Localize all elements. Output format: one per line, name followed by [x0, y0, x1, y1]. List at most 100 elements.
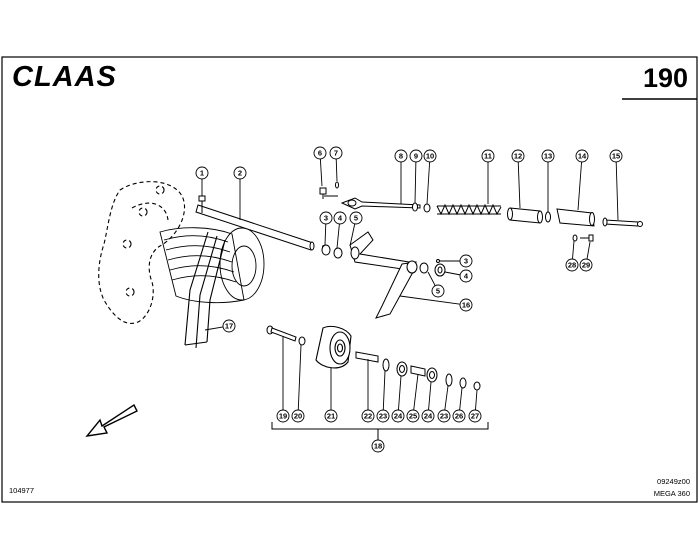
callout-17: 17: [222, 319, 236, 333]
callout-label: 15: [612, 152, 620, 161]
callout-label: 23: [440, 412, 448, 421]
callout-circle: [452, 409, 466, 423]
leader-c9: [414, 161, 417, 204]
compression-spring: [436, 203, 502, 216]
spring-tube: [507, 207, 595, 227]
callout-15: 15: [609, 149, 623, 163]
bolt-19: [266, 325, 297, 342]
callout-27: 27: [468, 409, 482, 423]
callout-circle: [609, 149, 623, 163]
callout-circle: [319, 211, 333, 225]
callout-4: 4: [333, 211, 347, 225]
callout-circle: [313, 146, 327, 160]
callout-circle: [371, 439, 385, 453]
callout-6: 6: [313, 146, 327, 160]
leader-c28: [572, 240, 575, 260]
callout-4: 4: [459, 269, 473, 283]
callout-19: 19: [276, 409, 290, 423]
callout-label: 29: [582, 261, 590, 270]
callout-label: 4: [464, 272, 469, 281]
rotor-drum: [159, 227, 265, 304]
callout-label: 8: [399, 152, 403, 161]
callout-label: 19: [279, 412, 287, 421]
idler-pulley: [315, 325, 352, 369]
belt: [184, 231, 226, 349]
direction-arrow: [85, 403, 138, 437]
callout-3: 3: [459, 254, 473, 268]
callout-label: 2: [238, 169, 242, 178]
bolt-6: [319, 181, 339, 199]
callout-25: 25: [406, 409, 420, 423]
leader-c17: [204, 326, 224, 331]
callout-3: 3: [319, 211, 333, 225]
callout-label: 27: [471, 412, 479, 421]
callout-label: 7: [334, 149, 338, 158]
leader-c4b: [444, 271, 461, 276]
callout-circle: [437, 409, 451, 423]
leader-c23b: [444, 385, 449, 411]
leader-c5a: [349, 223, 356, 247]
model-name: MEGA 360: [654, 489, 690, 498]
leader-c24b: [428, 381, 432, 411]
callout-label: 24: [394, 412, 403, 421]
leader-c16: [399, 295, 461, 305]
callout-label: 17: [225, 322, 233, 331]
callout-label: 6: [318, 149, 322, 158]
callout-circle: [394, 149, 408, 163]
callout-14: 14: [575, 149, 589, 163]
callout-18: 18: [371, 439, 385, 453]
leader-c24a: [397, 375, 402, 411]
callout-circle: [579, 258, 593, 272]
callout-label: 14: [578, 152, 587, 161]
callout-23: 23: [437, 409, 451, 423]
callout-label: 26: [455, 412, 463, 421]
callout-24: 24: [421, 409, 435, 423]
callout-circle: [276, 409, 290, 423]
leader-c7: [335, 158, 338, 182]
tension-rod: [340, 197, 431, 213]
washer-20: [298, 336, 306, 346]
callout-circle: [361, 409, 375, 423]
callout-circle: [459, 269, 473, 283]
callout-circle: [409, 149, 423, 163]
leader-c15: [615, 161, 619, 221]
callout-label: 21: [327, 412, 335, 421]
callout-label: 24: [424, 412, 433, 421]
shaft: [195, 204, 315, 251]
gearbox-housing: [98, 181, 186, 324]
callout-7: 7: [329, 146, 343, 160]
leader-c5b: [427, 271, 436, 286]
callout-8: 8: [394, 149, 408, 163]
callout-circle: [333, 211, 347, 225]
lever-arm: [349, 231, 418, 319]
callout-28: 28: [565, 258, 579, 272]
callout-label: 12: [514, 152, 522, 161]
callout-circle: [376, 409, 390, 423]
callout-circle: [459, 254, 473, 268]
brand-logo: CLAAS: [12, 61, 117, 93]
callout-label: 25: [409, 412, 417, 421]
page-border: [1, 56, 698, 503]
callout-label: 11: [484, 152, 492, 161]
callout-label: 3: [464, 257, 468, 266]
callout-26: 26: [452, 409, 466, 423]
callout-circle: [468, 409, 482, 423]
callout-label: 20: [294, 412, 302, 421]
callout-circle: [391, 409, 405, 423]
callout-13: 13: [541, 149, 555, 163]
callout-label: 10: [426, 152, 434, 161]
group-bracket: [271, 422, 489, 430]
leader-c26: [459, 387, 463, 411]
callout-circle: [222, 319, 236, 333]
callout-circle: [233, 166, 247, 180]
leader-c29: [586, 241, 591, 260]
callout-circle: [324, 409, 338, 423]
callout-label: 1: [200, 169, 204, 178]
callout-11: 11: [481, 149, 495, 163]
callout-29: 29: [579, 258, 593, 272]
leader-c27: [475, 389, 478, 411]
leader-c3a: [324, 223, 327, 246]
figure-code: 09249z00: [657, 477, 690, 486]
